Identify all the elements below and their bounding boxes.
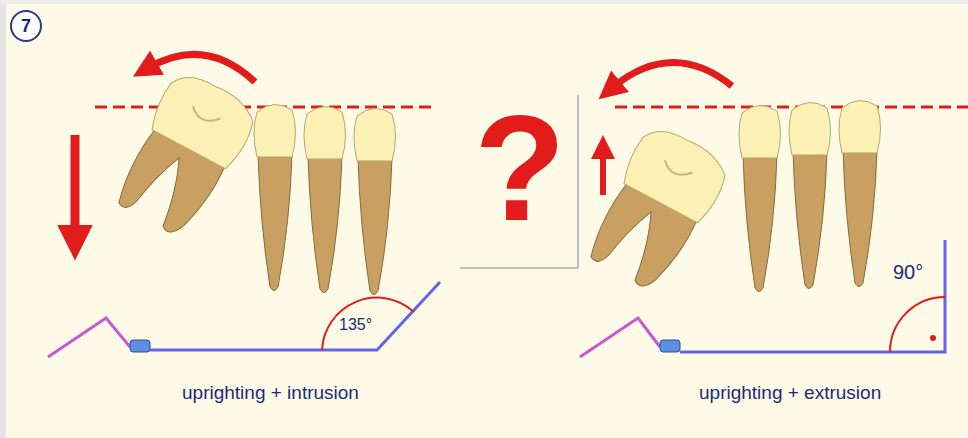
question-mark: ?	[474, 93, 566, 243]
caption: uprighting + extrusion	[699, 383, 881, 402]
caption: uprighting + intrusion	[182, 383, 359, 402]
angle-label: 135°	[339, 317, 372, 333]
angle-label: 90°	[893, 262, 923, 282]
callout-number: 7	[21, 16, 31, 37]
callout-circle: 7	[10, 10, 42, 42]
